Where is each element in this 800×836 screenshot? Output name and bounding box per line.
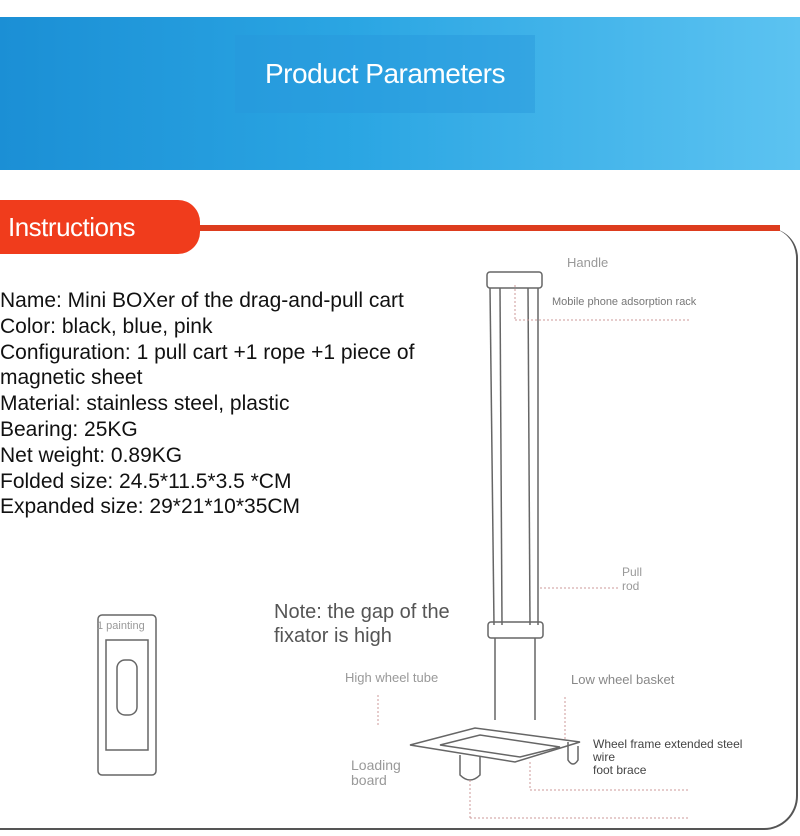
spec-configuration-cont: magnetic sheet [0,366,143,390]
header-banner [0,17,800,170]
label-loading-1: Loading [351,757,401,773]
label-foot-brace: foot brace [593,763,647,777]
spec-bearing: Bearing: 25KG [0,417,138,441]
label-pull-rod-1: Pull [622,565,643,579]
spec-folded-size: Folded size: 24.5*11.5*3.5 *CM [0,469,292,493]
label-high-wheel-tube: High wheel tube [345,670,439,685]
spec-name: Name: Mini BOXer of the drag-and-pull ca… [0,289,404,312]
page-title: Product Parameters [235,35,535,113]
section-divider [195,225,780,231]
spec-expanded-size: Expanded size: 29*21*10*35CM [0,495,301,519]
label-low-wheel-basket: Low wheel basket [571,672,675,687]
content-frame [0,228,798,830]
label-pull-rod-2: rod [622,579,640,593]
spec-net-weight: Net weight: 0.89KG [0,443,183,467]
note-line-2: fixator is high [274,625,392,647]
label-painting: 1 painting [97,620,145,632]
note-line-1: Note: the gap of the [274,601,450,623]
spec-color: Color: black, blue, pink [0,314,213,338]
spec-material: Material: stainless steel, plastic [0,392,290,416]
label-loading-2: board [351,772,387,788]
section-title: Instructions [0,200,200,254]
label-wheel-frame-2: wire [593,750,616,764]
label-wheel-frame-1: Wheel frame extended steel [593,737,743,751]
spec-list: Name: Mini BOXer of the drag-and-pull ca… [0,288,510,520]
note-text: Note: the gap of the fixator is high [274,600,450,648]
label-phone-rack: Mobile phone adsorption rack [552,296,697,308]
spec-configuration: Configuration: 1 pull cart +1 rope +1 pi… [0,340,415,364]
label-handle: Handle [567,255,609,270]
